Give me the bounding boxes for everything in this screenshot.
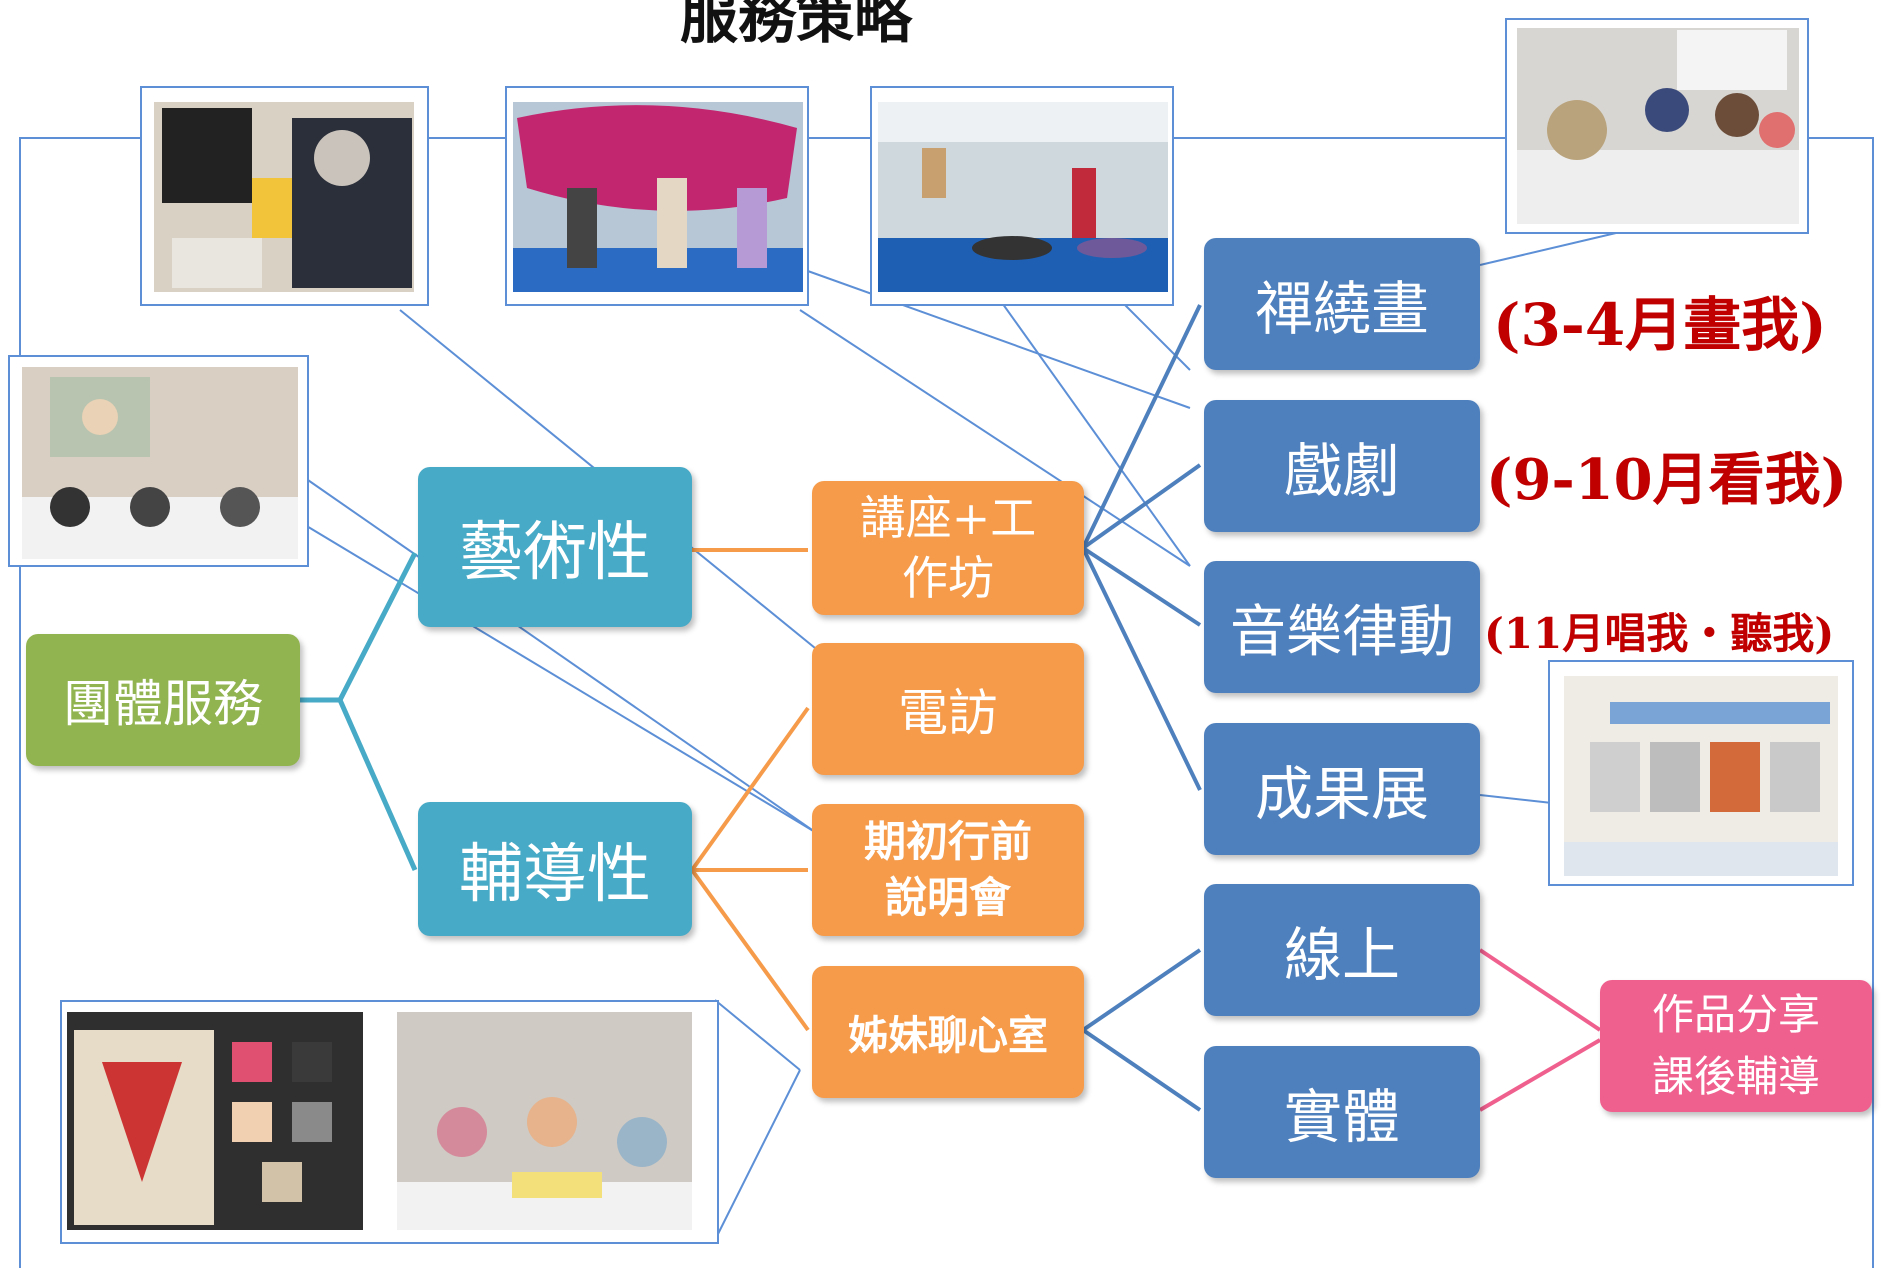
photo-frame-drama-practice xyxy=(870,86,1174,306)
method-node-sister-chatroom: 姊妹聊心室 xyxy=(812,966,1084,1098)
photo-drama-practice xyxy=(878,102,1168,292)
photo-frame-exhibition xyxy=(1548,660,1854,886)
photo-briefing-session xyxy=(22,367,298,559)
activity-node-offline: 實體 xyxy=(1204,1046,1480,1178)
photo-phone-call xyxy=(154,102,414,292)
category-node-guidance: 輔導性 xyxy=(418,802,692,936)
note-music-schedule: (11月唱我・聽我) xyxy=(1484,609,1835,658)
method-node-workshop: 講座+工 作坊 xyxy=(812,481,1084,615)
method-node-briefing: 期初行前 說明會 xyxy=(812,804,1084,936)
photo-cloth-game xyxy=(513,102,803,292)
photo-frame-briefing-session xyxy=(8,355,309,567)
photo-exhibition xyxy=(1564,676,1838,876)
root-node-group-service: 團體服務 xyxy=(26,634,300,766)
note-zentangle-schedule: (3-4月畫我) xyxy=(1493,291,1827,359)
note-drama-schedule: (9-10月看我) xyxy=(1486,447,1848,513)
method-node-phone-visit: 電訪 xyxy=(812,643,1084,775)
photo-frame-cloth-game xyxy=(505,86,809,306)
page-title: 服務策略 xyxy=(680,0,913,51)
activity-node-zentangle: 禪繞畫 xyxy=(1204,238,1480,370)
activity-node-drama: 戲劇 xyxy=(1204,400,1480,532)
activity-node-music-movement: 音樂律動 xyxy=(1204,561,1480,693)
sharing-line-works: 作品分享 xyxy=(1651,990,1820,1039)
photo-drawing-class xyxy=(1517,28,1799,224)
sharing-node: 作品分享 課後輔導 xyxy=(1600,980,1872,1112)
photo-frame-drawing-class xyxy=(1505,18,1809,234)
photo-online-chat xyxy=(67,1012,692,1230)
photo-frame-chatroom xyxy=(60,1000,719,1244)
activity-node-exhibition: 成果展 xyxy=(1204,723,1480,855)
photo-frame-phone-call xyxy=(140,86,429,306)
activity-node-online: 線上 xyxy=(1204,884,1480,1016)
category-node-art: 藝術性 xyxy=(418,467,692,627)
sharing-line-tutoring: 課後輔導 xyxy=(1651,1052,1820,1101)
